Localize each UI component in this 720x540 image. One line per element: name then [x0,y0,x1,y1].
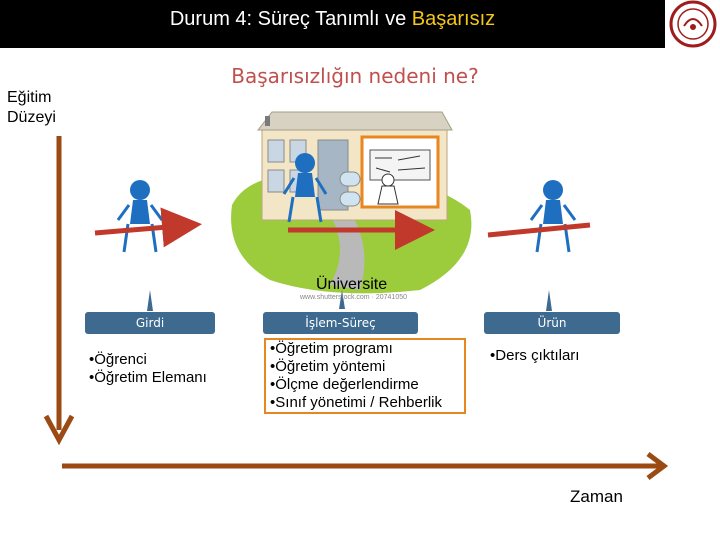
x-axis-arrow [62,452,669,480]
list-item: Ders çıktıları [490,347,630,365]
list-item: Öğrenci [89,351,209,369]
title-bar: Durum 4: Süreç Tanımlı ve Başarısız [0,0,665,48]
header-islem-surec: İşlem-Süreç [263,312,418,334]
list-item: Öğretim Elemanı [89,369,209,387]
bar-output [487,222,591,238]
header-girdi: Girdi [85,312,215,334]
university-label: Üniversite [316,276,388,293]
figure-process [282,153,328,223]
university-seal-logo [666,0,720,48]
x-axis-label: Zaman [570,487,623,506]
question-heading: Başarısızlığın nedeni ne? [231,64,479,88]
header-urun: Ürün [484,312,620,334]
list-islem-surec: Öğretim programı Öğretim yöntemi Ölçme d… [270,340,465,412]
process-highlight-box [264,338,466,414]
y-axis-label: Eğitim Düzeyi [7,88,56,128]
slide-title: Durum 4: Süreç Tanımlı ve Başarısız [0,7,665,31]
urun-stem [546,290,552,311]
stock-watermark: www.shutterstock.com · 20741050 [300,294,407,301]
figure-output [529,180,577,253]
title-highlight: Başarısız [411,8,496,30]
list-item: Sınıf yönetimi / Rehberlik [270,394,465,412]
list-girdi: Öğrenci Öğretim Elemanı [89,351,209,387]
university-illustration [231,111,472,294]
y-axis-label-line2: Düzeyi [7,109,56,126]
list-item: Öğretim programı [270,340,465,358]
y-axis-label-line1: Eğitim [7,89,52,106]
list-item: Öğretim yöntemi [270,358,465,376]
title-plain: Durum 4: Süreç Tanımlı ve [169,8,407,30]
list-urun: Ders çıktıları [490,347,630,365]
y-axis-arrow [43,136,75,446]
arrow-input [94,207,202,248]
figure-input [116,180,164,253]
girdi-stem [147,290,153,311]
list-item: Ölçme değerlendirme [270,376,465,394]
islem-stem [339,290,345,309]
